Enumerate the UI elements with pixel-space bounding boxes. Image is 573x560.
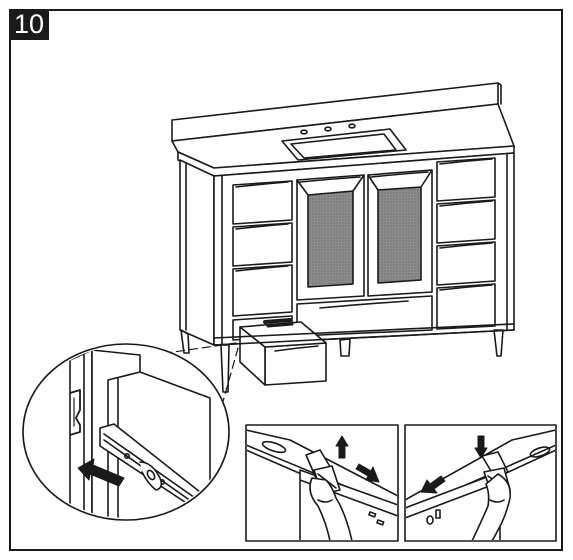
side-panel-left	[179, 159, 215, 346]
drawer-right-2	[436, 199, 496, 244]
open-drawer	[264, 342, 327, 386]
diagram-frame	[9, 9, 563, 551]
drawer-right-3	[436, 241, 496, 286]
release-lever	[139, 461, 163, 491]
step-number-badge: 10	[9, 9, 49, 40]
faucet-hole	[324, 126, 332, 132]
arrow-down-icon	[474, 435, 488, 459]
glass-panel-right	[377, 186, 422, 284]
push-arrow-icon	[77, 458, 125, 487]
hand	[309, 477, 353, 540]
inset-detach-step	[245, 424, 399, 542]
arrow-up-icon	[335, 435, 349, 459]
faucet-hole	[348, 123, 356, 129]
inset-attach-step	[404, 424, 557, 542]
arrow-diagonal-icon	[355, 463, 380, 483]
glass-panel-left	[307, 190, 354, 288]
faucet-hole	[300, 129, 308, 135]
arrow-diagonal-icon	[420, 475, 446, 494]
drawer-left-1	[232, 180, 293, 225]
drawer-right-1	[436, 157, 496, 202]
vanity-cabinet	[171, 82, 515, 393]
hand	[471, 473, 512, 540]
drawer-right-4	[436, 283, 496, 330]
leg-back-left	[180, 329, 190, 354]
leg-center	[339, 338, 351, 357]
door-right	[367, 169, 433, 297]
leg-front-right	[493, 329, 504, 357]
drawer-left-2	[232, 222, 293, 267]
rail-detail-callout	[22, 343, 230, 521]
door-left	[296, 174, 365, 301]
leg-front-left	[220, 344, 230, 393]
drawer-left-3	[232, 264, 293, 317]
